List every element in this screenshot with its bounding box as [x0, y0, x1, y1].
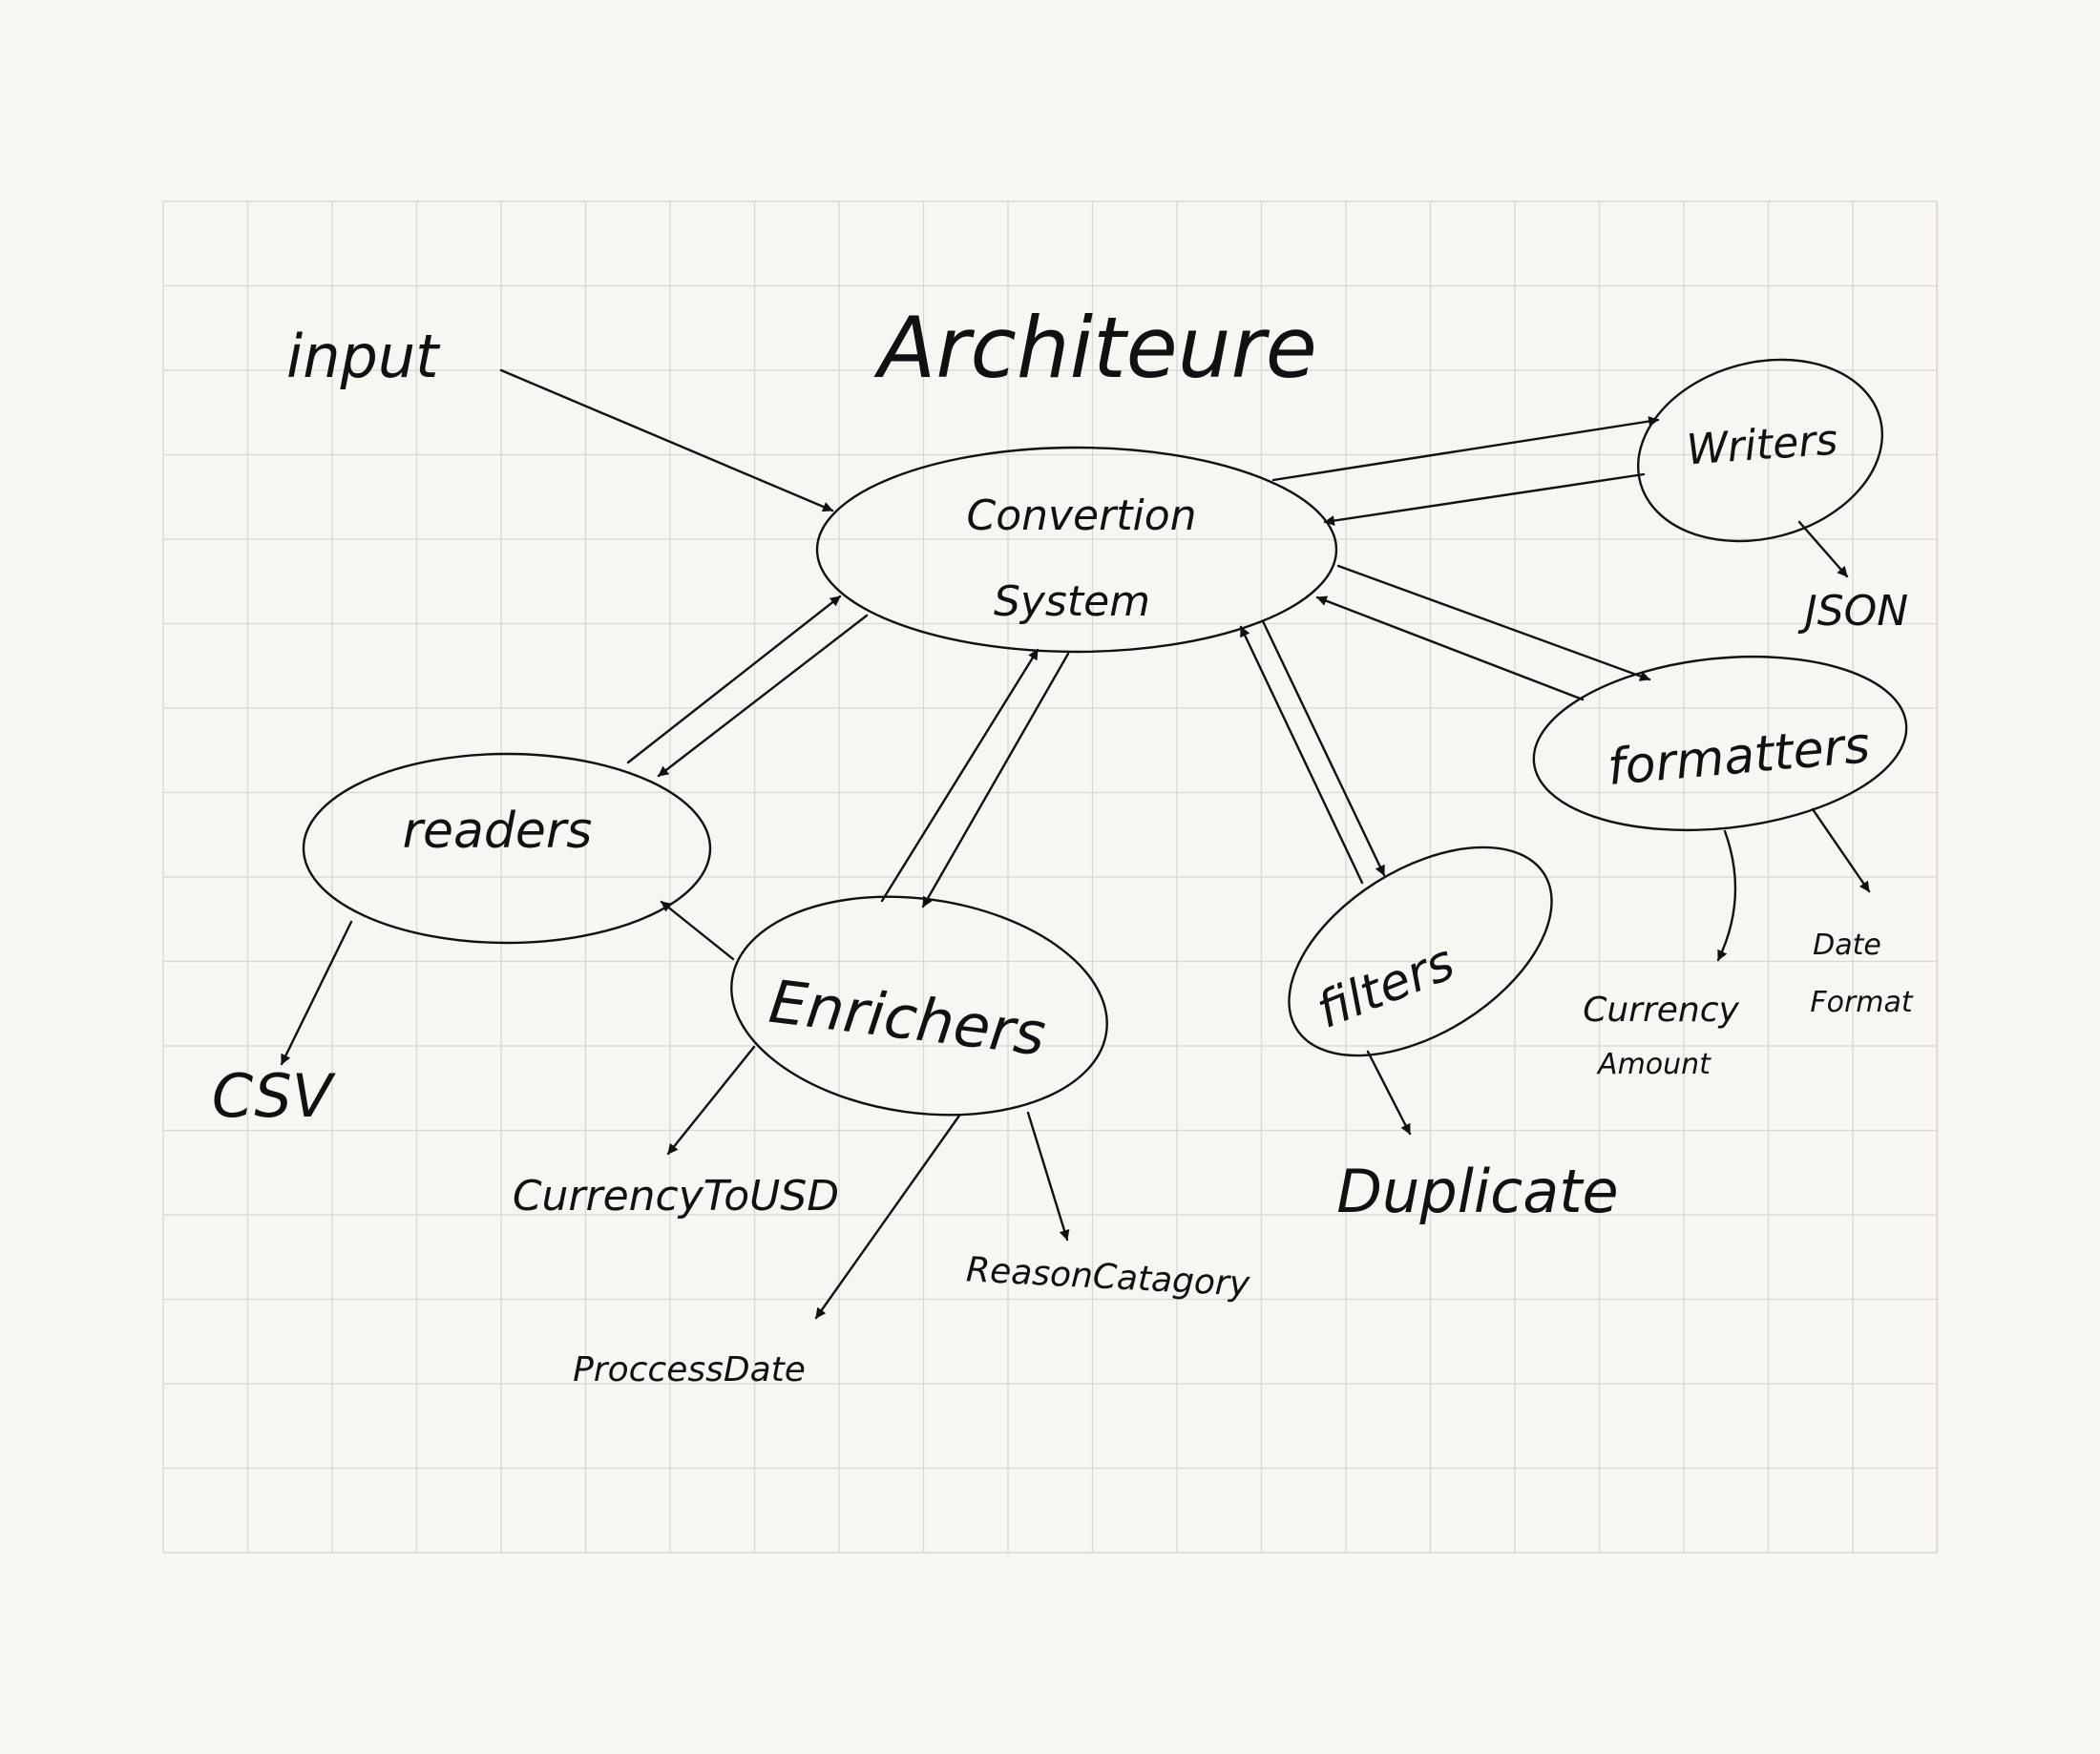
date-format-label-line2: Format: [1810, 986, 1914, 1019]
arrow-enrichers-to-readers: [660, 900, 735, 961]
filters-label: filters: [1309, 934, 1462, 1040]
arrow-convertion-to-writers: [1271, 416, 1660, 482]
arrow-convertion-to-formatters: [1336, 564, 1651, 681]
connectors: [280, 368, 1871, 1320]
formatters-label: formatters: [1606, 717, 1872, 797]
arrow-writers-to-convertion: [1323, 472, 1646, 526]
csv-label: CSV: [212, 1061, 337, 1131]
currency-amount-label-line1: Currency: [1583, 991, 1739, 1030]
arrow-enrichers-to-reason-category: [1026, 1111, 1070, 1242]
grid-paper: [162, 200, 1939, 1554]
formatters-node: [1532, 655, 1908, 832]
arrow-formatters-to-convertion: [1315, 595, 1585, 701]
arrow-readers-to-csv: [280, 920, 353, 1066]
readers-label: readers: [403, 803, 593, 860]
arrow-formatters-to-date-format: [1811, 807, 1871, 893]
filters-node: [1288, 846, 1553, 1057]
readers-node: [302, 752, 712, 945]
arrow-filters-to-duplicate: [1366, 1050, 1412, 1136]
diagram-title: Architeure: [873, 299, 1317, 397]
enrichers-node: [730, 895, 1108, 1117]
process-date-label: ProccessDate: [573, 1350, 806, 1389]
arrow-formatters-to-currency-amount: [1716, 829, 1737, 962]
convertion-system-label-line2: System: [994, 577, 1150, 626]
arrow-convertion-to-filters: [1261, 619, 1386, 877]
arrow-writers-to-json: [1797, 520, 1849, 578]
currency-amount-label-line2: Amount: [1596, 1048, 1712, 1081]
date-format-label-line1: Date: [1813, 929, 1881, 962]
enrichers-label: Enrichers: [766, 967, 1049, 1070]
duplicate-label: Duplicate: [1336, 1157, 1618, 1226]
writers-node: [1636, 358, 1884, 543]
writers-label: Writers: [1685, 416, 1839, 475]
arrow-enrichers-to-process-date: [814, 1114, 961, 1320]
arrow-convertion-to-readers: [657, 614, 869, 778]
arrow-input-to-convertion: [499, 368, 834, 512]
arrow-readers-to-convertion: [626, 595, 842, 764]
arrow-enrichers-to-convertion: [880, 648, 1040, 903]
currency-to-usd-label: CurrencyToUSD: [513, 1172, 839, 1221]
json-label: JSON: [1797, 587, 1908, 636]
convertion-system-label-line1: Convertion: [966, 491, 1196, 540]
convertion-system-node: [815, 446, 1338, 654]
arrow-filters-to-convertion: [1239, 625, 1364, 885]
arrow-enrichers-to-currency-to-usd: [666, 1045, 756, 1156]
input-label: input: [286, 322, 441, 391]
arrow-convertion-to-enrichers: [921, 652, 1070, 908]
